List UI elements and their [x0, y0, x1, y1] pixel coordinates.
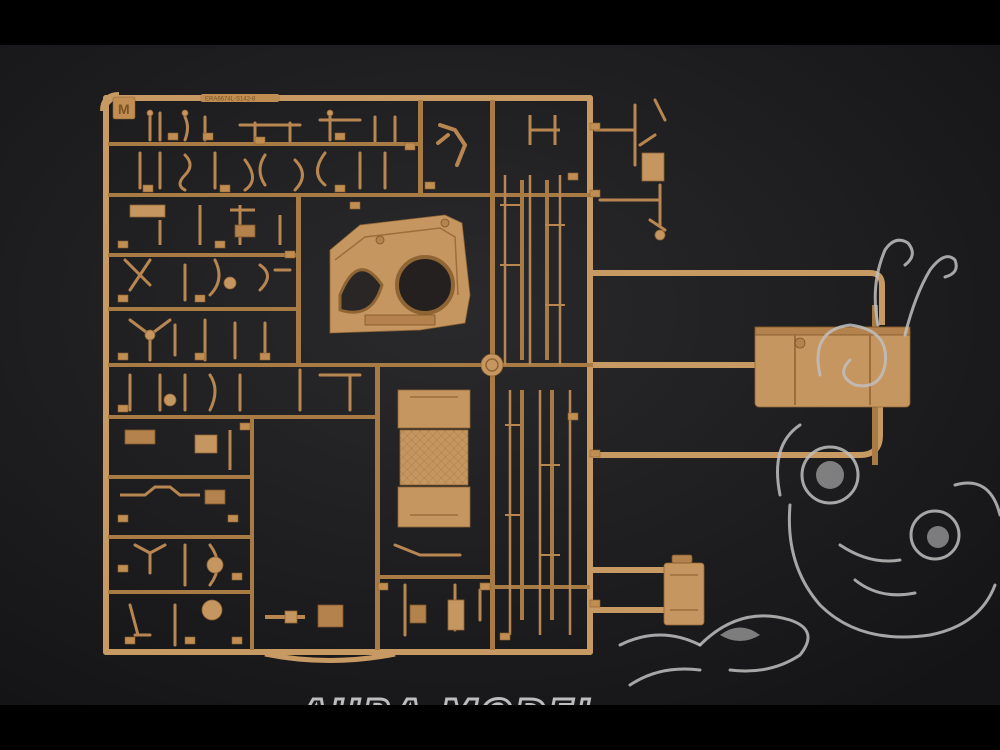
- snail-mascot-icon: [618, 238, 1000, 687]
- sprue-photo: M ERA6674L-S142-8: [0, 45, 1000, 705]
- jerrycan-part: [663, 554, 705, 626]
- part-number-tags: [117, 122, 601, 645]
- center-gate-badge: [480, 353, 504, 377]
- watermark-brand-text: AURA MODEL: [297, 692, 602, 705]
- sprue-code-text: ERA6674L-S142-8: [205, 97, 256, 103]
- small-parts-upper: [138, 109, 560, 192]
- long-rod-parts: [500, 175, 572, 635]
- watermark-text: AURA MODEL: [296, 691, 602, 706]
- sprue-letter-tag: M: [112, 96, 136, 120]
- diamond-plate-part: [397, 389, 471, 528]
- top-letterbox: [0, 0, 1000, 45]
- sprue-code: ERA6674L-S142-8: [200, 94, 280, 103]
- fuel-tank-part: [754, 326, 911, 408]
- small-parts-bottom: [265, 543, 482, 637]
- small-parts-left: [120, 204, 362, 647]
- sprue-letter: M: [118, 101, 130, 117]
- sprue-drawing: M ERA6674L-S142-8: [0, 45, 1000, 705]
- bottom-letterbox: [0, 705, 1000, 750]
- turret-plate-part: [329, 214, 471, 334]
